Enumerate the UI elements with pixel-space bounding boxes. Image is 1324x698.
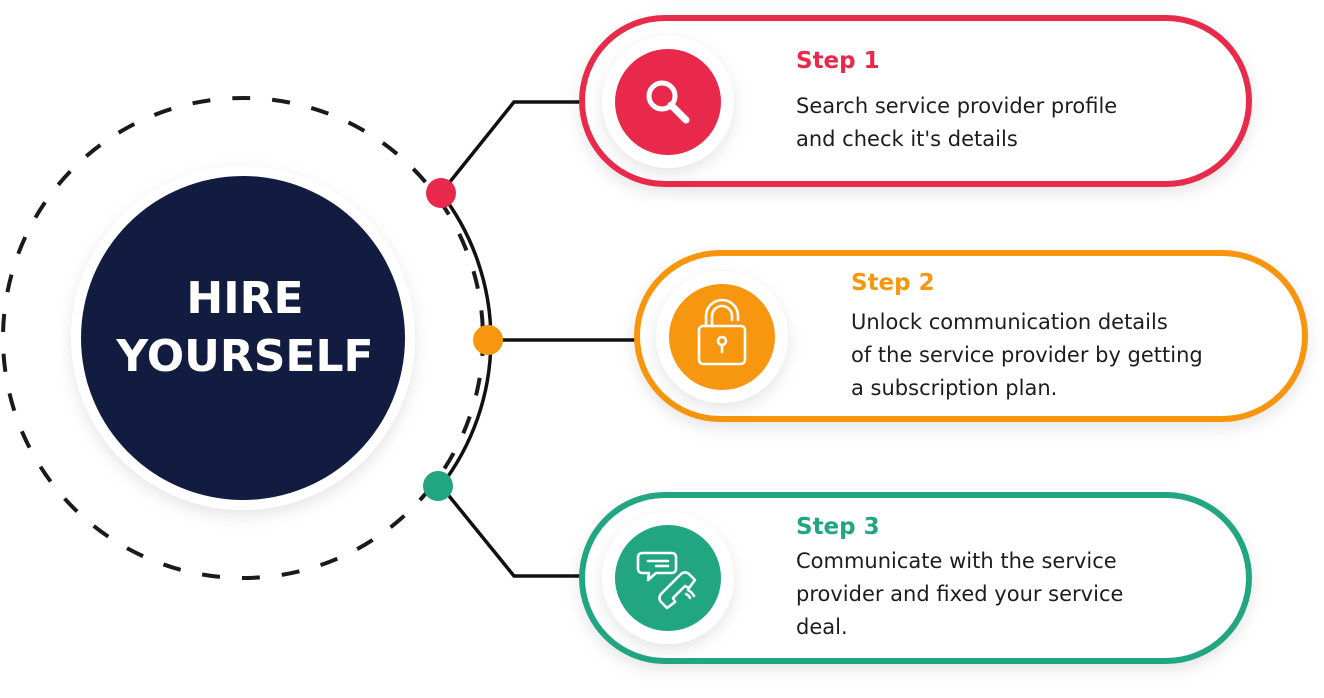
step-3-title: Step 3 bbox=[796, 514, 880, 540]
step-1-card bbox=[579, 15, 1252, 187]
step-3-line-3: deal. bbox=[796, 615, 848, 639]
node-step-3 bbox=[423, 471, 453, 501]
hub-title: HIRE YOURSELF bbox=[85, 270, 405, 386]
hub-circle bbox=[81, 176, 405, 500]
step-1-line-1: Search service provider profile bbox=[796, 94, 1118, 118]
step-1-description: Search service provider profile and chec… bbox=[796, 90, 1117, 156]
step-2-line-2: of the service provider by getting bbox=[851, 343, 1203, 367]
step-2-title: Step 2 bbox=[851, 270, 935, 296]
search-icon bbox=[646, 80, 690, 124]
node-step-2 bbox=[473, 325, 503, 355]
step-1-line-2: and check it's details bbox=[796, 127, 1018, 151]
step-1-icon-circle bbox=[615, 49, 721, 155]
connector-step-1 bbox=[439, 100, 600, 195]
node-step-1 bbox=[426, 178, 456, 208]
step-3-card bbox=[579, 492, 1252, 664]
unlock-icon bbox=[697, 298, 747, 366]
step-2-description: Unlock communication details of the serv… bbox=[851, 306, 1203, 405]
step-3-line-2: provider and fixed your service bbox=[796, 582, 1124, 606]
step-3-description: Communicate with the service provider an… bbox=[796, 545, 1123, 644]
step-1-title: Step 1 bbox=[796, 48, 880, 74]
step-3-icon-circle bbox=[615, 525, 721, 631]
phone-chat-icon bbox=[636, 551, 697, 610]
hub-title-line-1: HIRE bbox=[186, 273, 304, 324]
step-2-line-1: Unlock communication details bbox=[851, 310, 1168, 334]
step-2-card bbox=[634, 250, 1308, 422]
step-3-line-1: Communicate with the service bbox=[796, 549, 1117, 573]
step-2-line-3: a subscription plan. bbox=[851, 376, 1058, 400]
hub-title-line-2: YOURSELF bbox=[116, 331, 374, 382]
connector-step-3 bbox=[439, 484, 600, 578]
